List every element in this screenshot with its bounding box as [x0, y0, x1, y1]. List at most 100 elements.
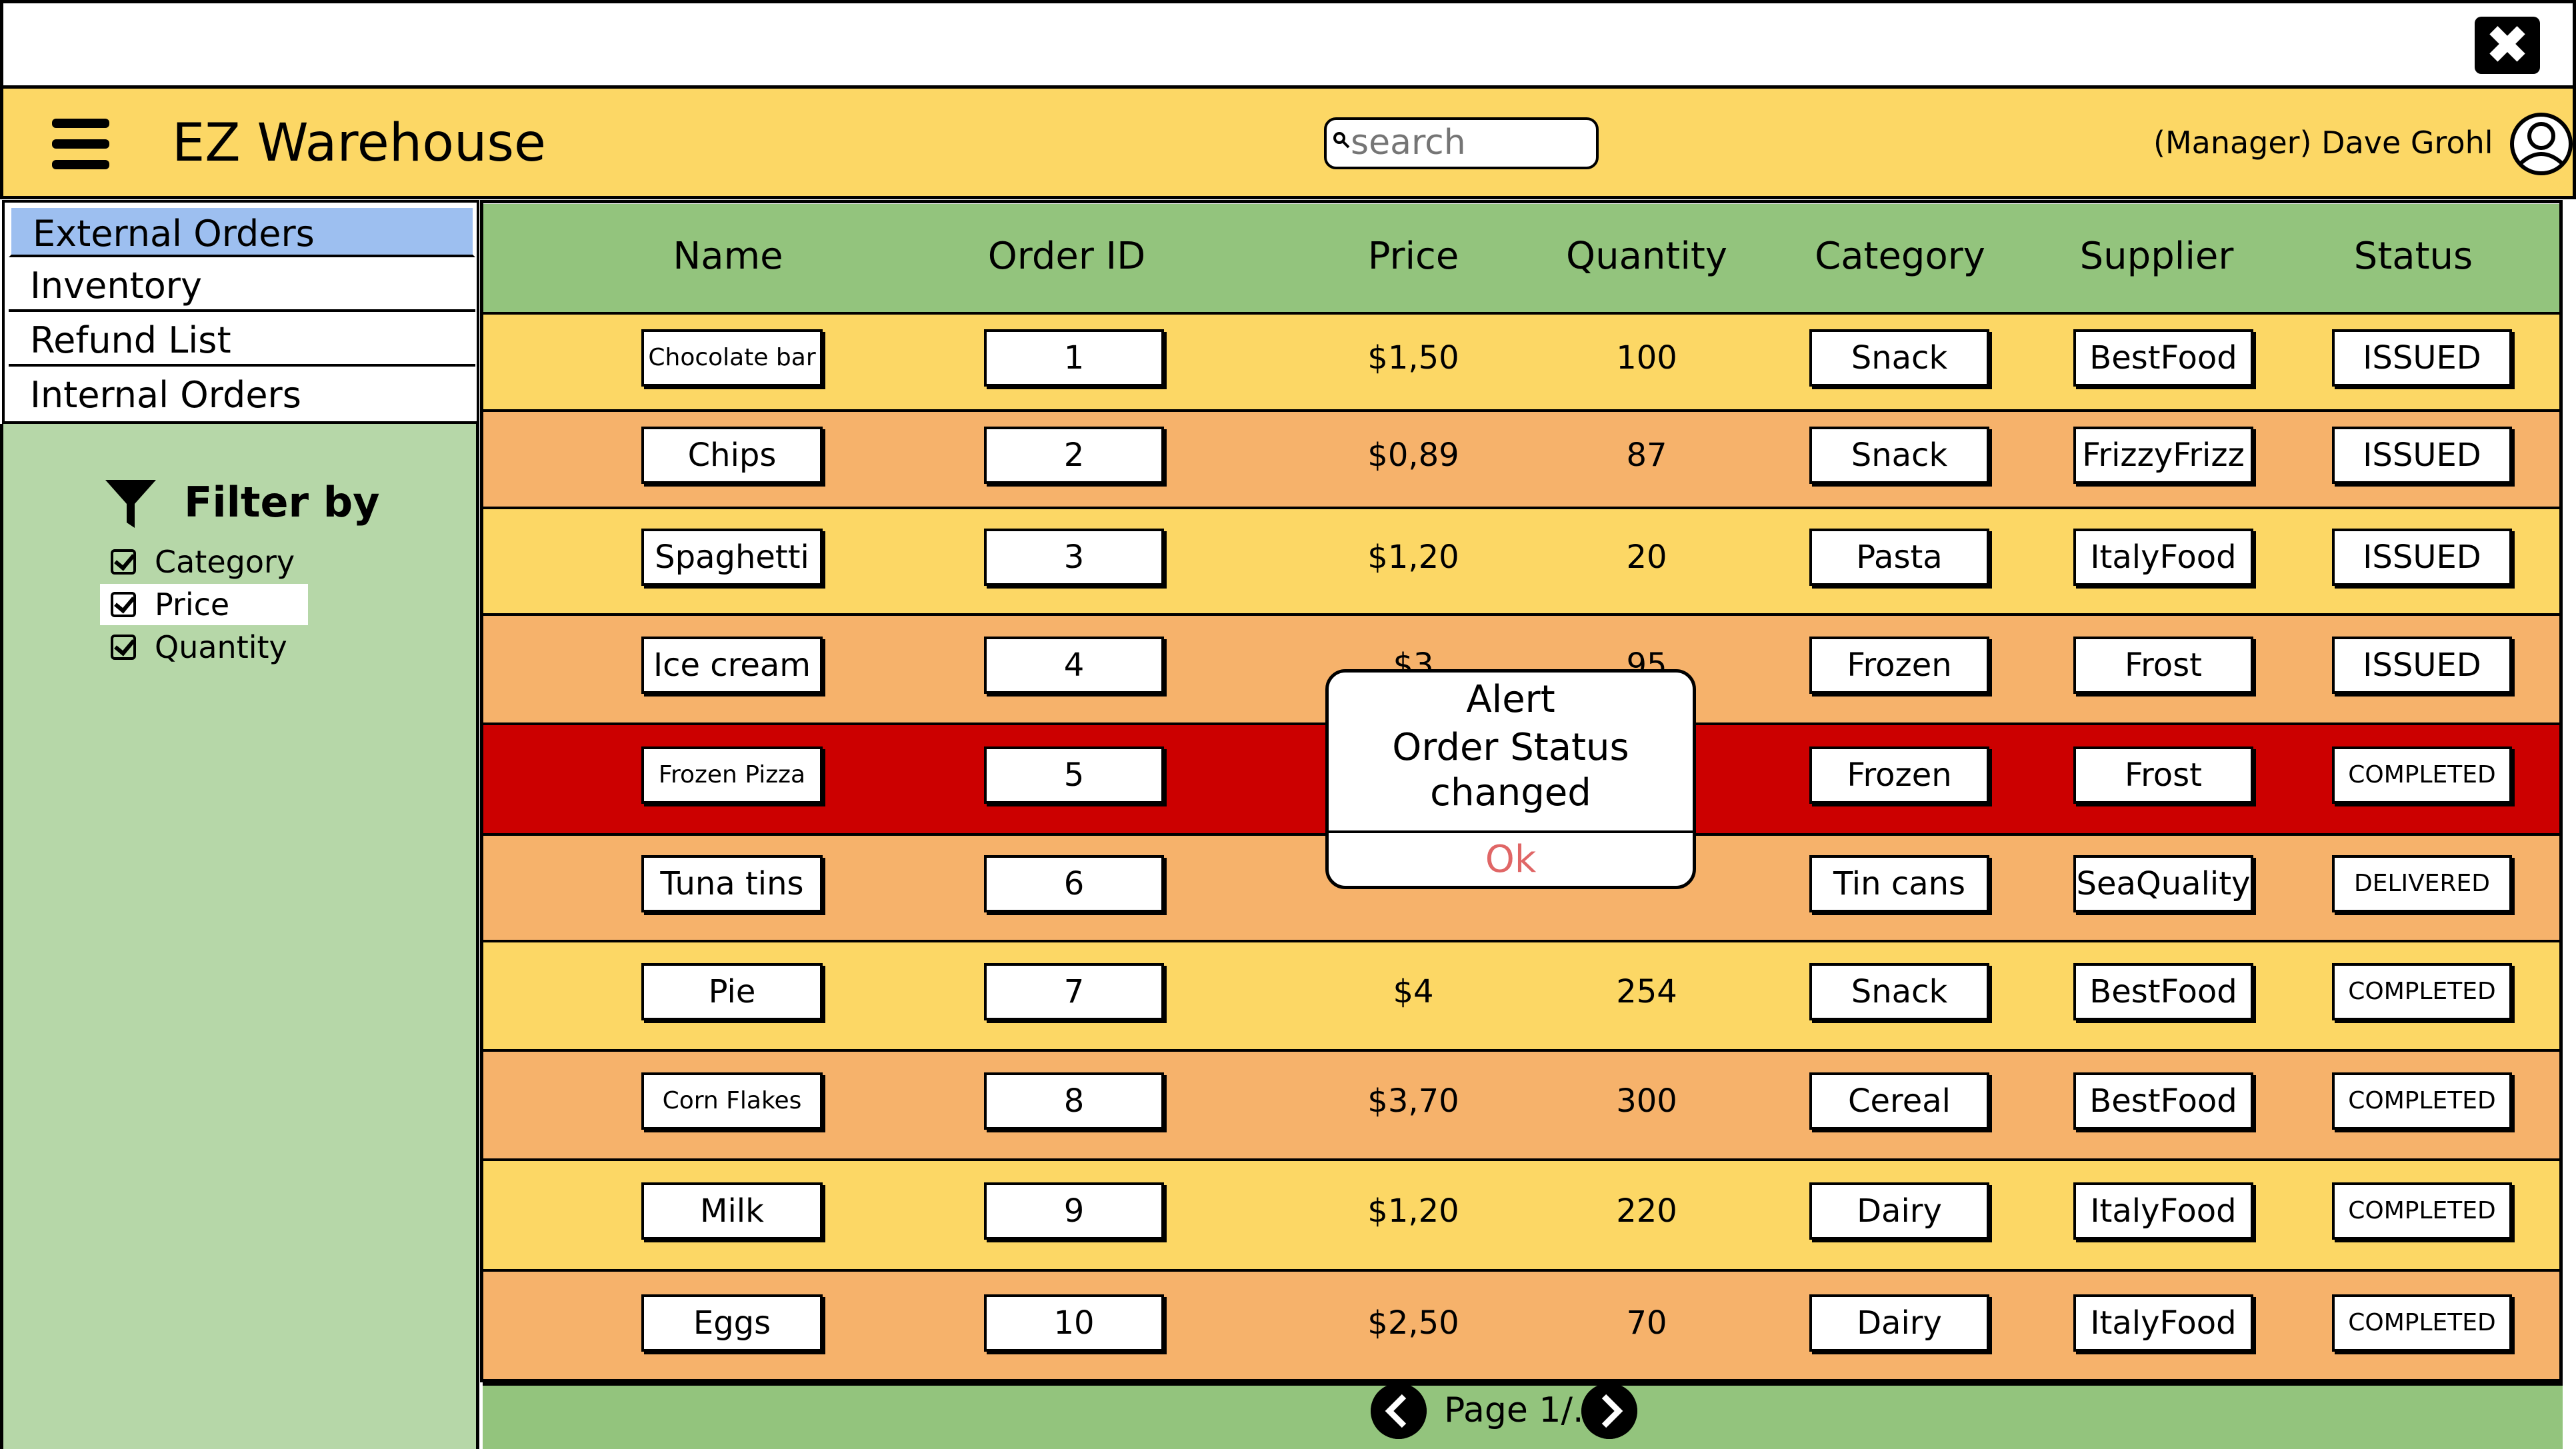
cell-category[interactable]: Pasta: [1809, 529, 1989, 586]
cell-supplier[interactable]: SeaQuality: [2073, 855, 2253, 912]
arrow-left-circle-icon[interactable]: [1371, 1383, 1427, 1439]
cell-supplier[interactable]: ItalyFood: [2073, 1294, 2253, 1352]
alert-message: Order Status changed: [1392, 726, 1629, 814]
cell-name[interactable]: Tuna tins: [641, 855, 823, 912]
filter-option-price[interactable]: Price: [100, 584, 308, 625]
cell-name[interactable]: Milk: [641, 1182, 823, 1240]
app-title: EZ Warehouse: [172, 113, 547, 173]
nav-item-inventory[interactable]: Inventory: [9, 260, 475, 312]
window-title-bar: [0, 0, 2576, 89]
close-icon[interactable]: ✖: [2475, 17, 2540, 74]
filter-title: Filter by: [184, 478, 380, 527]
cell-quantity: 300: [1616, 1082, 1677, 1120]
pagination-bar: [483, 1382, 2563, 1449]
cell-category[interactable]: Dairy: [1809, 1182, 1989, 1240]
cell-order-id[interactable]: 9: [984, 1182, 1164, 1240]
cell-supplier[interactable]: BestFood: [2073, 329, 2253, 387]
hamburger-menu-icon[interactable]: [52, 119, 109, 169]
column-header-name[interactable]: Name: [673, 235, 783, 278]
app-header: [0, 89, 2576, 199]
cell-quantity: 70: [1626, 1304, 1667, 1342]
column-header-price[interactable]: Price: [1367, 235, 1459, 278]
cell-status[interactable]: COMPLETED: [2332, 1182, 2512, 1240]
cell-supplier[interactable]: Frost: [2073, 637, 2253, 694]
page-indicator: Page 1/...: [1444, 1390, 1606, 1430]
cell-supplier[interactable]: BestFood: [2073, 1072, 2253, 1130]
column-header-order-id[interactable]: Order ID: [987, 235, 1146, 278]
column-header-status[interactable]: Status: [2353, 235, 2473, 278]
cell-price: $2,50: [1367, 1304, 1459, 1342]
cell-price: $1,50: [1367, 339, 1459, 377]
cell-order-id[interactable]: 7: [984, 963, 1164, 1020]
cell-category[interactable]: Snack: [1809, 427, 1989, 484]
cell-name[interactable]: Spaghetti: [641, 529, 823, 586]
filter-option-quantity[interactable]: Quantity: [100, 627, 287, 668]
side-navigation: External Orders Inventory Refund List In…: [2, 200, 479, 424]
user-label: (Manager) Dave Grohl: [2153, 125, 2493, 161]
cell-order-id[interactable]: 5: [984, 746, 1164, 804]
cell-name[interactable]: Chocolate bar: [641, 329, 823, 387]
cell-quantity: 87: [1626, 437, 1667, 474]
cell-status[interactable]: DELIVERED: [2332, 855, 2512, 912]
cell-supplier[interactable]: ItalyFood: [2073, 529, 2253, 586]
cell-quantity: 254: [1616, 973, 1677, 1010]
checkbox-checked-icon[interactable]: [111, 549, 136, 575]
search-input[interactable]: [1351, 120, 1591, 165]
checkbox-checked-icon[interactable]: [111, 635, 136, 660]
cell-order-id[interactable]: 8: [984, 1072, 1164, 1130]
cell-status[interactable]: COMPLETED: [2332, 746, 2512, 804]
cell-status[interactable]: COMPLETED: [2332, 963, 2512, 1020]
cell-category[interactable]: Snack: [1809, 963, 1989, 1020]
nav-item-refund-list[interactable]: Refund List: [9, 315, 475, 367]
cell-order-id[interactable]: 3: [984, 529, 1164, 586]
filter-option-label: Price: [155, 587, 230, 623]
cell-price: $3,70: [1367, 1082, 1459, 1120]
column-header-supplier[interactable]: Supplier: [2079, 235, 2234, 278]
cell-supplier[interactable]: BestFood: [2073, 963, 2253, 1020]
cell-price: $1,20: [1367, 1192, 1459, 1230]
user-avatar-icon[interactable]: [2508, 111, 2575, 177]
filter-option-label: Category: [155, 544, 295, 580]
filter-funnel-icon: [105, 480, 156, 528]
cell-name[interactable]: Ice cream: [641, 637, 823, 694]
cell-status[interactable]: ISSUED: [2332, 529, 2512, 586]
arrow-right-circle-icon[interactable]: [1581, 1383, 1637, 1439]
cell-order-id[interactable]: 10: [984, 1294, 1164, 1352]
cell-order-id[interactable]: 4: [984, 637, 1164, 694]
cell-quantity: 220: [1616, 1192, 1677, 1230]
cell-name[interactable]: Corn Flakes: [641, 1072, 823, 1130]
column-header-quantity[interactable]: Quantity: [1566, 235, 1727, 278]
cell-status[interactable]: ISSUED: [2332, 427, 2512, 484]
cell-category[interactable]: Cereal: [1809, 1072, 1989, 1130]
cell-name[interactable]: Chips: [641, 427, 823, 484]
alert-ok-button[interactable]: Ok: [1485, 838, 1537, 881]
cell-name[interactable]: Frozen Pizza: [641, 746, 823, 804]
nav-item-external-orders[interactable]: External Orders: [9, 205, 475, 257]
cell-category[interactable]: Frozen: [1809, 746, 1989, 804]
nav-item-internal-orders[interactable]: Internal Orders: [30, 374, 301, 416]
cell-name[interactable]: Eggs: [641, 1294, 823, 1352]
cell-status[interactable]: ISSUED: [2332, 329, 2512, 387]
search-icon: [1333, 132, 1350, 149]
cell-order-id[interactable]: 1: [984, 329, 1164, 387]
cell-category[interactable]: Frozen: [1809, 637, 1989, 694]
alert-divider: [1328, 830, 1693, 833]
cell-category[interactable]: Tin cans: [1809, 855, 1989, 912]
filter-option-category[interactable]: Category: [100, 541, 295, 583]
cell-supplier[interactable]: FrizzyFrizz: [2073, 427, 2253, 484]
column-header-category[interactable]: Category: [1815, 235, 1985, 278]
cell-status[interactable]: ISSUED: [2332, 637, 2512, 694]
cell-status[interactable]: COMPLETED: [2332, 1294, 2512, 1352]
cell-supplier[interactable]: ItalyFood: [2073, 1182, 2253, 1240]
cell-category[interactable]: Dairy: [1809, 1294, 1989, 1352]
cell-supplier[interactable]: Frost: [2073, 746, 2253, 804]
cell-category[interactable]: Snack: [1809, 329, 1989, 387]
cell-name[interactable]: Pie: [641, 963, 823, 1020]
cell-order-id[interactable]: 6: [984, 855, 1164, 912]
checkbox-checked-icon[interactable]: [111, 592, 136, 617]
cell-price: $1,20: [1367, 539, 1459, 576]
cell-status[interactable]: COMPLETED: [2332, 1072, 2512, 1130]
cell-order-id[interactable]: 2: [984, 427, 1164, 484]
cell-quantity: 100: [1616, 339, 1677, 377]
cell-price: $4: [1393, 973, 1434, 1010]
